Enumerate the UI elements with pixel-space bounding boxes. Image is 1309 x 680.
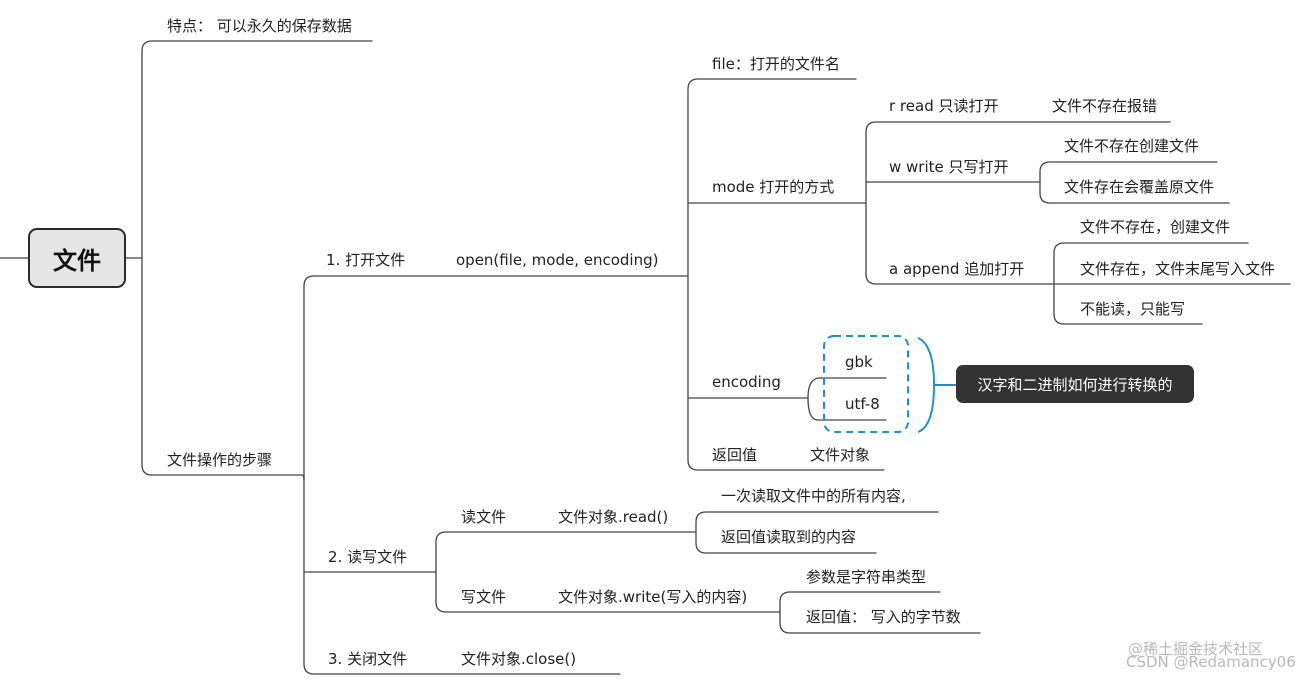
file-param-topic[interactable]: file：打开的文件名	[712, 55, 840, 73]
encoding-param-topic[interactable]: encoding	[712, 373, 781, 391]
return-topic[interactable]: 返回值	[712, 446, 758, 464]
write-note[interactable]: 返回值： 写入的字节数	[806, 608, 961, 626]
watermark-csdn: CSDN @Redamancy06	[1126, 653, 1296, 671]
mode-w-note[interactable]: 文件不存在创建文件	[1064, 137, 1200, 155]
read-call-topic[interactable]: 文件对象.read()	[558, 508, 669, 526]
mode-w-note[interactable]: 文件存在会覆盖原文件	[1064, 178, 1215, 196]
mode-r-note[interactable]: 文件不存在报错	[1052, 97, 1158, 115]
mode-a-note[interactable]: 文件存在，文件末尾写入文件	[1080, 260, 1276, 278]
open-call-topic[interactable]: open(file, mode, encoding)	[456, 251, 659, 269]
read-topic[interactable]: 读文件	[461, 508, 507, 526]
open-step-topic[interactable]: 1. 打开文件	[326, 251, 406, 269]
rw-step-topic[interactable]: 2. 读写文件	[328, 548, 408, 566]
mode-a-note[interactable]: 不能读，只能写	[1080, 300, 1186, 318]
steps-topic[interactable]: 文件操作的步骤	[167, 451, 273, 469]
return-value-topic[interactable]: 文件对象	[810, 446, 871, 464]
close-call-topic[interactable]: 文件对象.close()	[461, 650, 577, 668]
root-topic[interactable]: 文件	[28, 228, 126, 288]
mode-r-topic[interactable]: r read 只读打开	[889, 97, 999, 115]
encoding-callout[interactable]: 汉字和二进制如何进行转换的	[956, 365, 1194, 403]
watermark-juejin: @稀土掘金技术社区	[1128, 640, 1264, 658]
close-step-topic[interactable]: 3. 关闭文件	[328, 650, 408, 668]
read-note[interactable]: 一次读取文件中的所有内容,	[721, 487, 906, 505]
mode-param-topic[interactable]: mode 打开的方式	[712, 178, 835, 196]
encoding-option-utf8[interactable]: utf-8	[845, 395, 880, 413]
read-note[interactable]: 返回值读取到的内容	[721, 528, 857, 546]
write-note[interactable]: 参数是字符串类型	[806, 568, 927, 586]
mode-a-note[interactable]: 文件不存在，创建文件	[1080, 218, 1231, 236]
write-topic[interactable]: 写文件	[461, 588, 507, 606]
feature-topic[interactable]: 特点： 可以永久的保存数据	[167, 17, 352, 35]
write-call-topic[interactable]: 文件对象.write(写入的内容)	[558, 588, 748, 606]
mode-w-topic[interactable]: w write 只写打开	[889, 158, 1009, 176]
encoding-option-gbk[interactable]: gbk	[845, 353, 873, 371]
mode-a-topic[interactable]: a append 追加打开	[889, 260, 1025, 278]
